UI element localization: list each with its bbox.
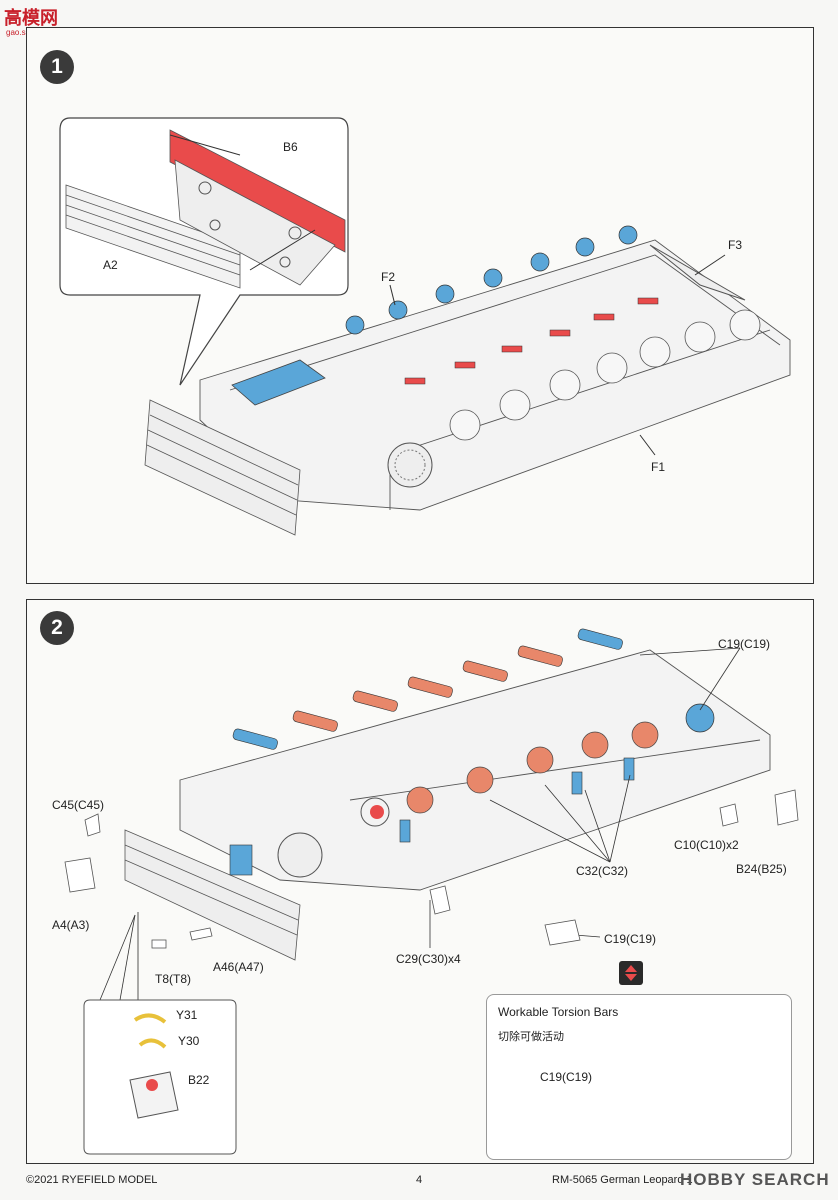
label-a46: A46(A47): [213, 960, 264, 974]
label-a4: A4(A3): [52, 918, 90, 932]
blue-fender-parts: [345, 225, 638, 335]
rear-grille-2: [124, 829, 301, 961]
label-f1: F1: [651, 460, 666, 474]
hobby-search-watermark: HOBBY SEARCH: [680, 1170, 830, 1189]
part-b22: [129, 1071, 179, 1119]
footer-page-number: 4: [416, 1174, 423, 1186]
label-c32: C32(C32): [576, 864, 629, 878]
part-y31: [133, 1013, 167, 1024]
step-1-badge: 1: [40, 50, 74, 84]
workable-part-label: C19(C19): [540, 1070, 593, 1084]
label-c29: C29(C30)x4: [396, 952, 461, 966]
suspension-hubs: [449, 309, 761, 441]
part-y30: [138, 1038, 167, 1049]
grille-a2: [65, 184, 241, 289]
torsion-arms: [292, 645, 563, 732]
label-c19-top: C19(C19): [718, 637, 771, 651]
workable-title: Workable Torsion Bars: [498, 1005, 619, 1019]
blue-plate: [231, 359, 326, 406]
workable-subtitle: 切除可做活动: [498, 1031, 564, 1043]
label-y30: Y30: [178, 1034, 200, 1048]
footer-product: RM-5065 German Leopard 1: [552, 1174, 693, 1186]
suspension-arms: [406, 721, 659, 814]
blue-torsion-arms: [232, 628, 623, 750]
label-c45: C45(C45): [52, 798, 105, 812]
label-f3: F3: [728, 238, 743, 252]
label-b24: B24(B25): [736, 862, 787, 876]
shock-absorbers: [229, 757, 635, 876]
part-b6: [169, 129, 346, 253]
label-y31: Y31: [176, 1008, 198, 1022]
red-small-parts: [404, 297, 659, 385]
label-f2: F2: [381, 270, 396, 284]
leader-lines: [99, 647, 741, 1001]
workable-torsion-box: [486, 994, 792, 1160]
label-c10: C10(C10)x2: [674, 838, 739, 852]
step-arrow-icon: [619, 961, 643, 985]
label-b22: B22: [188, 1073, 210, 1087]
small-parts: [64, 789, 799, 949]
step-2-badge: 2: [40, 611, 74, 645]
label-b6: B6: [283, 140, 298, 154]
step-1-drawing: [59, 117, 791, 536]
watermark-logo: 高模网: [4, 8, 58, 28]
rear-grille: [144, 399, 301, 536]
label-t8: T8(T8): [155, 972, 191, 986]
label-c19-bottom: C19(C19): [604, 932, 657, 946]
footer-copyright: ©2021 RYEFIELD MODEL: [26, 1174, 158, 1186]
label-a2: A2: [103, 258, 118, 272]
